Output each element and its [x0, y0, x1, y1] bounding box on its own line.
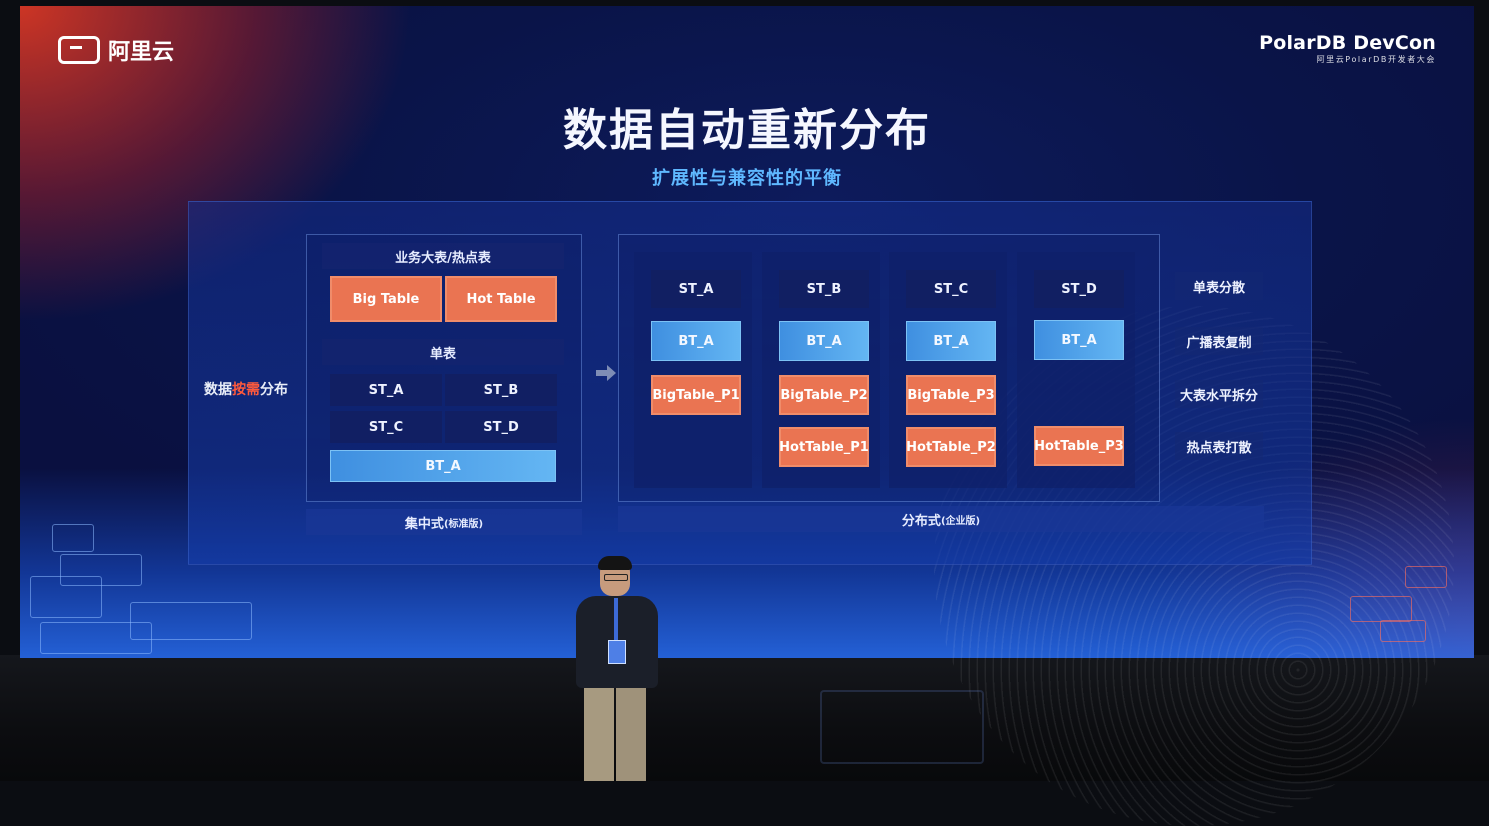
aliyun-logo: 阿里云: [58, 34, 174, 66]
node-hottable-box: HotTable_P2: [906, 427, 996, 467]
node-hottable-box: HotTable_P1: [779, 427, 869, 467]
decor-brick: [30, 576, 102, 618]
row-label-horizontal-split: 大表水平拆分: [1175, 380, 1263, 408]
centralized-footer-label: 集中式: [404, 516, 444, 532]
presenter: [570, 556, 666, 781]
stage-floor: [0, 655, 1489, 781]
side-label-highlight: 按需: [232, 382, 260, 398]
bt-a-box: BT_A: [330, 450, 556, 482]
decor-brick: [1405, 566, 1447, 588]
decor-brick: [40, 622, 152, 654]
distributed-footer-label: 分布式: [901, 513, 941, 529]
node-bt-box: BT_A: [1034, 320, 1124, 360]
centralized-footer-note: (标准版): [443, 518, 484, 530]
decor-brick: [1380, 620, 1426, 642]
row-label-broadcast: 广播表复制: [1175, 327, 1263, 355]
presenter-hair: [598, 556, 632, 570]
node-bt-box: BT_A: [906, 321, 996, 361]
devcon-logo: PolarDB DevCon 阿里云PolarDB开发者大会: [1259, 32, 1436, 65]
decor-brick: [130, 602, 252, 640]
side-label-prefix: 数据: [204, 382, 232, 398]
floor-brick-outline: [820, 690, 984, 764]
centralized-footer: 集中式(标准版): [306, 509, 582, 535]
distribution-side-label: 数据按需分布: [204, 379, 288, 399]
slide-subtitle: 扩展性与兼容性的平衡: [652, 168, 842, 189]
presenter-badge: [608, 640, 626, 664]
node-st-box: ST_A: [651, 270, 741, 308]
right-arrow-icon: [596, 365, 616, 381]
aliyun-logo-text: 阿里云: [108, 40, 175, 65]
single-table-header: 单表: [322, 339, 564, 365]
node-st-box: ST_D: [1034, 270, 1124, 308]
row-label-single-table: 单表分散: [1175, 272, 1263, 300]
business-table-header: 业务大表/热点表: [322, 243, 564, 269]
node-bt-box: BT_A: [651, 321, 741, 361]
st-c-box: ST_C: [330, 411, 442, 443]
presenter-glasses: [604, 574, 628, 581]
distributed-footer-note: (企业版): [940, 515, 981, 527]
node-bigtable-box: BigTable_P3: [906, 375, 996, 415]
aliyun-logo-icon: [58, 36, 100, 64]
row-label-hotspot-scatter: 热点表打散: [1175, 432, 1263, 460]
node-bt-box: BT_A: [779, 321, 869, 361]
decor-brick: [52, 524, 94, 552]
node-st-box: ST_B: [779, 270, 869, 308]
side-label-suffix: 分布: [260, 382, 288, 398]
big-table-box: Big Table: [330, 276, 442, 322]
hot-table-box: Hot Table: [445, 276, 557, 322]
node-st-box: ST_C: [906, 270, 996, 308]
node-hottable-box: HotTable_P3: [1034, 426, 1124, 466]
projection-screen: 阿里云 PolarDB DevCon 阿里云PolarDB开发者大会 数据自动重…: [20, 6, 1474, 826]
node-bigtable-box: BigTable_P1: [651, 375, 741, 415]
devcon-logo-subtitle: 阿里云PolarDB开发者大会: [1316, 55, 1436, 64]
decor-brick: [1350, 596, 1412, 622]
distributed-footer: 分布式(企业版): [618, 506, 1264, 532]
presenter-lanyard: [614, 598, 618, 642]
st-d-box: ST_D: [445, 411, 557, 443]
st-b-box: ST_B: [445, 374, 557, 406]
presenter-leg: [616, 686, 646, 781]
st-a-box: ST_A: [330, 374, 442, 406]
slide-title: 数据自动重新分布: [563, 105, 931, 156]
devcon-logo-title: PolarDB DevCon: [1259, 32, 1436, 54]
presenter-leg: [584, 686, 614, 781]
decor-brick: [60, 554, 142, 586]
node-bigtable-box: BigTable_P2: [779, 375, 869, 415]
